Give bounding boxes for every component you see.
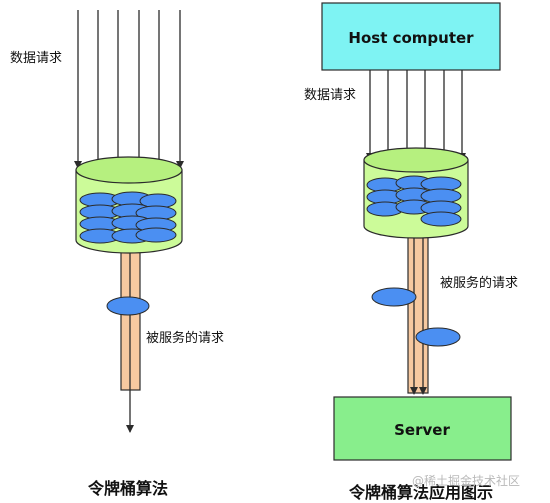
left-served-label: 被服务的请求 xyxy=(146,330,224,346)
token-icon xyxy=(135,227,177,243)
left-outgoing-token xyxy=(106,296,150,316)
right-tokens xyxy=(366,175,462,227)
host-computer-box xyxy=(321,2,501,71)
server-label: Server xyxy=(394,421,450,439)
left-diagram: 数据请求 被服务的请求 令牌桶算法 xyxy=(10,10,224,498)
token-icon xyxy=(420,211,462,227)
watermark: @稀土掘金技术社区 xyxy=(412,473,520,488)
right-outgoing-token-2 xyxy=(415,327,461,347)
right-title: 令牌桶算法应用图示 xyxy=(348,483,493,502)
left-title: 令牌桶算法 xyxy=(87,479,168,498)
left-tokens xyxy=(79,191,177,244)
left-requests-label: 数据请求 xyxy=(10,51,62,66)
right-requests-label: 数据请求 xyxy=(304,88,356,103)
server-box xyxy=(333,396,512,461)
right-outflow-pipe xyxy=(407,217,429,394)
host-computer-label: Host computer xyxy=(348,29,474,47)
right-outgoing-token-1 xyxy=(371,287,417,307)
right-served-label: 被服务的请求 xyxy=(440,275,518,291)
right-request-arrows xyxy=(366,70,466,161)
right-diagram: Host computer 数据请求 xyxy=(304,2,518,502)
left-request-arrows xyxy=(74,10,184,169)
